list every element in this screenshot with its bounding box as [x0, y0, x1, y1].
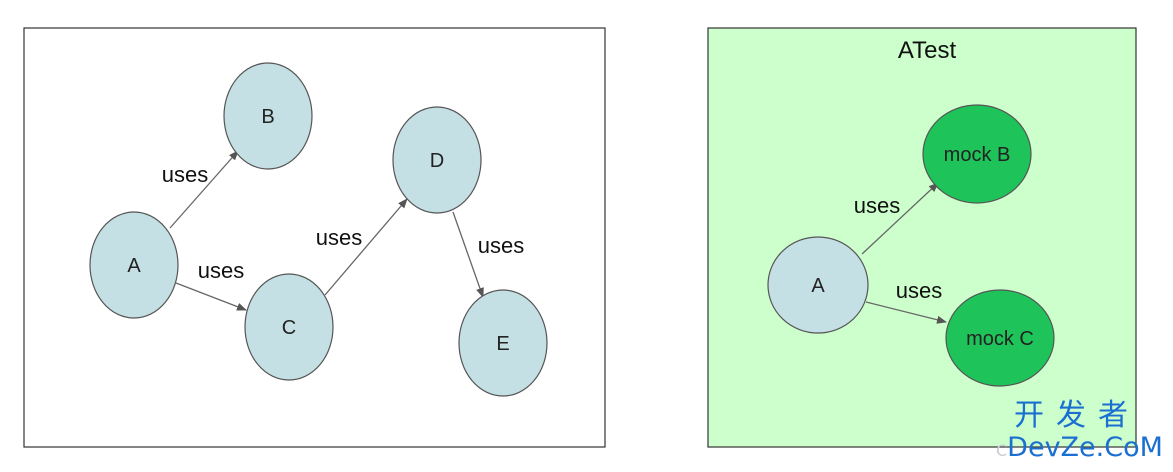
left-edge-C-D: [324, 198, 408, 296]
right-node-A: [767, 236, 869, 334]
left-node-B: [223, 62, 313, 170]
left-node-D: [392, 106, 482, 214]
watermark-faint-prefix: C: [996, 441, 1008, 460]
left-node-A: [89, 211, 179, 319]
right-panel-title: ATest: [898, 37, 957, 64]
left-edge-A-C: [175, 282, 247, 311]
right-node-label-mockC: mock C: [966, 328, 1034, 350]
left-node-label-C: C: [282, 317, 296, 339]
left-edge-label-D-E: uses: [478, 233, 524, 258]
right-panel-frame: [707, 27, 1137, 448]
left-node-label-B: B: [261, 106, 274, 128]
left-node-C: [244, 273, 334, 381]
left-edge-label-C-D: uses: [316, 225, 362, 250]
left-node-label-E: E: [496, 333, 509, 355]
right-node-mockB: [922, 104, 1032, 204]
right-edge-label-A-mockB: uses: [854, 193, 900, 218]
watermark-line1: 开发者: [1014, 398, 1140, 433]
right-edge-label-A-mockC: uses: [896, 278, 942, 303]
left-node-label-D: D: [430, 150, 444, 172]
left-edge-label-A-C: uses: [198, 258, 244, 283]
left-node-E: [458, 289, 548, 397]
left-node-label-A: A: [127, 255, 141, 277]
left-edge-D-E: [452, 211, 484, 298]
right-node-label-mockB: mock B: [944, 144, 1011, 166]
right-edge-A-mockC: [865, 301, 947, 324]
left-edge-A-B: [169, 150, 239, 229]
right-edge-A-mockB: [861, 182, 939, 255]
left-edge-label-A-B: uses: [162, 162, 208, 187]
right-node-mockC: [945, 289, 1055, 387]
right-node-label-A: A: [811, 275, 825, 297]
watermark-line2: DevZe.CoM: [1007, 432, 1163, 463]
watermark-line2-wrap: CDevZe.CoM: [996, 432, 1163, 467]
